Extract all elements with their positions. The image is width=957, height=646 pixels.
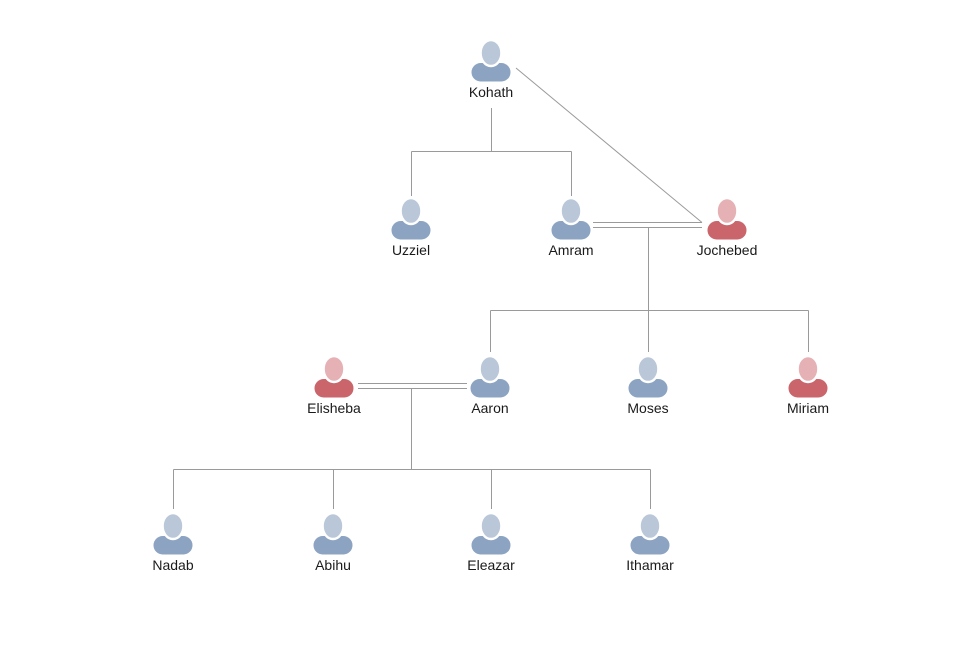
person-node-eleazar[interactable]: Eleazar <box>443 513 539 574</box>
person-name-label: Kohath <box>468 84 514 100</box>
person-node-ithamar[interactable]: Ithamar <box>602 513 698 574</box>
person-node-amram[interactable]: Amram <box>523 198 619 259</box>
person-female-icon <box>788 356 828 398</box>
person-node-kohath[interactable]: Kohath <box>443 40 539 101</box>
person-male-icon <box>471 513 511 555</box>
person-node-nadab[interactable]: Nadab <box>125 513 221 574</box>
elisheba-aaron-marriage-line <box>358 383 467 389</box>
person-male-icon <box>628 356 668 398</box>
person-node-miriam[interactable]: Miriam <box>760 356 856 417</box>
person-name-label: Amram <box>548 242 594 258</box>
person-name-label: Uzziel <box>391 242 431 258</box>
person-name-label: Miriam <box>787 400 829 416</box>
person-name-label: Moses <box>627 400 669 416</box>
person-female-icon <box>314 356 354 398</box>
person-name-label: Eleazar <box>467 557 515 573</box>
person-male-icon <box>313 513 353 555</box>
person-female-icon <box>707 198 747 240</box>
kohath-jochebed-diagonal-line <box>515 67 703 223</box>
person-name-label: Jochebed <box>696 242 758 258</box>
person-male-icon <box>470 356 510 398</box>
person-male-icon <box>471 40 511 82</box>
person-node-moses[interactable]: Moses <box>600 356 696 417</box>
person-male-icon <box>551 198 591 240</box>
person-name-label: Nadab <box>152 557 194 573</box>
person-node-aaron[interactable]: Aaron <box>442 356 538 417</box>
person-male-icon <box>153 513 193 555</box>
person-node-uzziel[interactable]: Uzziel <box>363 198 459 259</box>
amram-jochebed-marriage-line <box>593 222 702 228</box>
person-male-icon <box>630 513 670 555</box>
person-node-jochebed[interactable]: Jochebed <box>679 198 775 259</box>
person-node-elisheba[interactable]: Elisheba <box>286 356 382 417</box>
person-name-label: Ithamar <box>626 557 674 573</box>
person-name-label: Aaron <box>471 400 509 416</box>
person-name-label: Elisheba <box>307 400 361 416</box>
person-male-icon <box>391 198 431 240</box>
person-node-abihu[interactable]: Abihu <box>285 513 381 574</box>
person-name-label: Abihu <box>315 557 351 573</box>
